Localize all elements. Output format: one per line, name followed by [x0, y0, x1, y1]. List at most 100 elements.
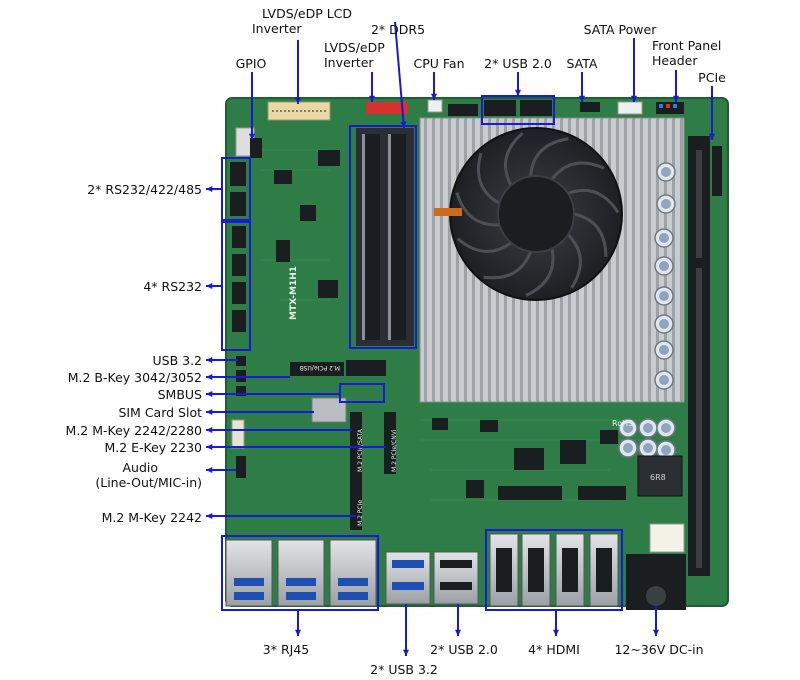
inductor-label: 6R8	[650, 473, 666, 482]
leader-audio-head	[206, 466, 213, 474]
label-usb32-bottom: 2* USB 3.2	[370, 662, 438, 677]
capacitor-top	[659, 345, 669, 355]
leader-hdmi-head	[552, 629, 560, 636]
leader-front-panel-head	[672, 95, 680, 102]
fan-blade	[529, 137, 569, 177]
silk-pcie-usb: M.2 PCIe/USB	[300, 364, 340, 371]
label-lvds-inverter-line1: LVDS/eDP	[324, 40, 385, 55]
cpu-fan-connector	[427, 99, 443, 113]
leader-m2-mkey-2242-head	[206, 512, 213, 520]
capacitor-top	[661, 423, 671, 433]
rj45-usb-insert	[234, 592, 264, 600]
capacitor-top	[661, 167, 671, 177]
rj45-ports	[225, 539, 377, 607]
fan-blade	[483, 251, 532, 280]
rj45-usb-insert	[286, 578, 316, 586]
label-m2-mkey-2242: M.2 M-Key 2242	[101, 510, 202, 525]
front-panel-header	[656, 102, 684, 114]
fan-blade	[476, 152, 501, 205]
fan-blade	[525, 248, 555, 297]
capacitor-top	[623, 423, 633, 433]
hdmi-port-opening	[496, 548, 512, 592]
fan-blade	[456, 237, 513, 253]
silk-rohs: RoHS	[612, 419, 633, 428]
hdmi-port-opening	[596, 548, 612, 592]
label-front-panel-line2: Header	[652, 53, 698, 68]
capacitor-top	[659, 319, 669, 329]
label-usb20-top: 2* USB 2.0	[484, 56, 552, 71]
serial-headers	[230, 162, 246, 332]
capacitor-top	[661, 445, 671, 455]
rj45-usb-insert	[234, 578, 264, 586]
leader-ddr5-head	[400, 121, 407, 128]
label-m2-ekey: M.2 E-Key 2230	[104, 440, 202, 455]
callout-box-rj45	[221, 535, 379, 611]
capacitor-top	[643, 423, 653, 433]
leader-m2-bkey-head	[206, 373, 213, 381]
hdmi-port-opening	[562, 548, 578, 592]
leader-gpio-head	[248, 133, 256, 140]
label-usb20-bottom: 2* USB 2.0	[430, 642, 498, 657]
fan-blade	[567, 188, 620, 214]
fan-blade	[573, 212, 608, 257]
capacitor-top	[659, 233, 669, 243]
leader-m2-mkey-2242-2280-head	[206, 426, 213, 434]
label-usb32-left: USB 3.2	[152, 353, 202, 368]
label-ddr5: 2* DDR5	[370, 22, 426, 37]
leader-usb32-left-head	[206, 356, 213, 364]
label-m2-mkey-2242-2280: M.2 M-Key 2242/2280	[65, 423, 202, 438]
label-front-panel-line1: Front Panel	[652, 38, 722, 53]
sata-connector	[580, 102, 600, 112]
fan-blade	[550, 161, 605, 181]
label-hdmi: 4* HDMI	[528, 642, 580, 657]
fan-blade	[455, 192, 500, 227]
label-lvds-lcd-line2: Inverter	[252, 21, 302, 36]
leader-sim-head	[206, 408, 213, 416]
hdmi-port-opening	[528, 548, 544, 592]
rj45-usb-insert	[286, 592, 316, 600]
leader-m2-ekey-head	[206, 443, 213, 451]
rj45-usb-insert	[338, 578, 368, 586]
label-audio-line2: (Line-Out/MIC-in)	[95, 475, 202, 490]
leader-pcie-head	[708, 133, 716, 140]
leader-usb20-top-head	[514, 89, 522, 96]
board-model-silk: MTX-M1H1	[289, 266, 299, 320]
leader-cpu-fan-head	[430, 93, 438, 100]
lvds-inverter-connector	[366, 102, 408, 114]
label-lvds-inverter-line2: Inverter	[324, 55, 374, 70]
label-rs232-422-485: 2* RS232/422/485	[87, 182, 202, 197]
callout-box-ddr5	[349, 125, 417, 349]
label-audio-line1: Audio	[122, 460, 158, 475]
label-sata-power: SATA Power	[583, 22, 657, 37]
label-rj45: 3* RJ45	[262, 642, 310, 657]
label-smbus: SMBUS	[157, 387, 202, 402]
lvds-lcd-connector	[267, 101, 331, 121]
leader-rs232-head	[206, 282, 213, 290]
fan-blade	[566, 233, 582, 289]
label-sim: SIM Card Slot	[118, 405, 202, 420]
dc-in-jack	[626, 523, 686, 610]
capacitor-top	[623, 443, 633, 453]
leader-usb20-bottom-head	[454, 629, 462, 636]
silk-pcie: M.2 PCIe	[357, 500, 364, 526]
label-cpu-fan: CPU Fan	[413, 56, 465, 71]
capacitor-top	[659, 261, 669, 271]
callout-box-hdmi	[485, 529, 623, 611]
label-gpio: GPIO	[235, 56, 267, 71]
leader-lvds-lcd-head	[294, 97, 302, 104]
leader-rj45-head	[294, 629, 302, 636]
fan-blade	[503, 131, 524, 186]
pcie-slot	[688, 136, 722, 576]
gpio-connector	[235, 127, 262, 158]
capacitor-top	[659, 375, 669, 385]
leader-ddr5	[394, 21, 405, 129]
label-lvds-lcd: LVDS/eDP LCD Inverter	[252, 6, 362, 36]
capacitor-top	[661, 199, 671, 209]
label-m2-bkey: M.2 B-Key 3042/3052	[67, 370, 202, 385]
hdmi-ports	[489, 533, 619, 607]
leader-sata-head	[578, 95, 586, 102]
label-lvds-inverter: LVDS/eDP Inverter	[324, 40, 414, 70]
label-rs232: 4* RS232	[143, 279, 202, 294]
capacitor-top	[659, 291, 669, 301]
